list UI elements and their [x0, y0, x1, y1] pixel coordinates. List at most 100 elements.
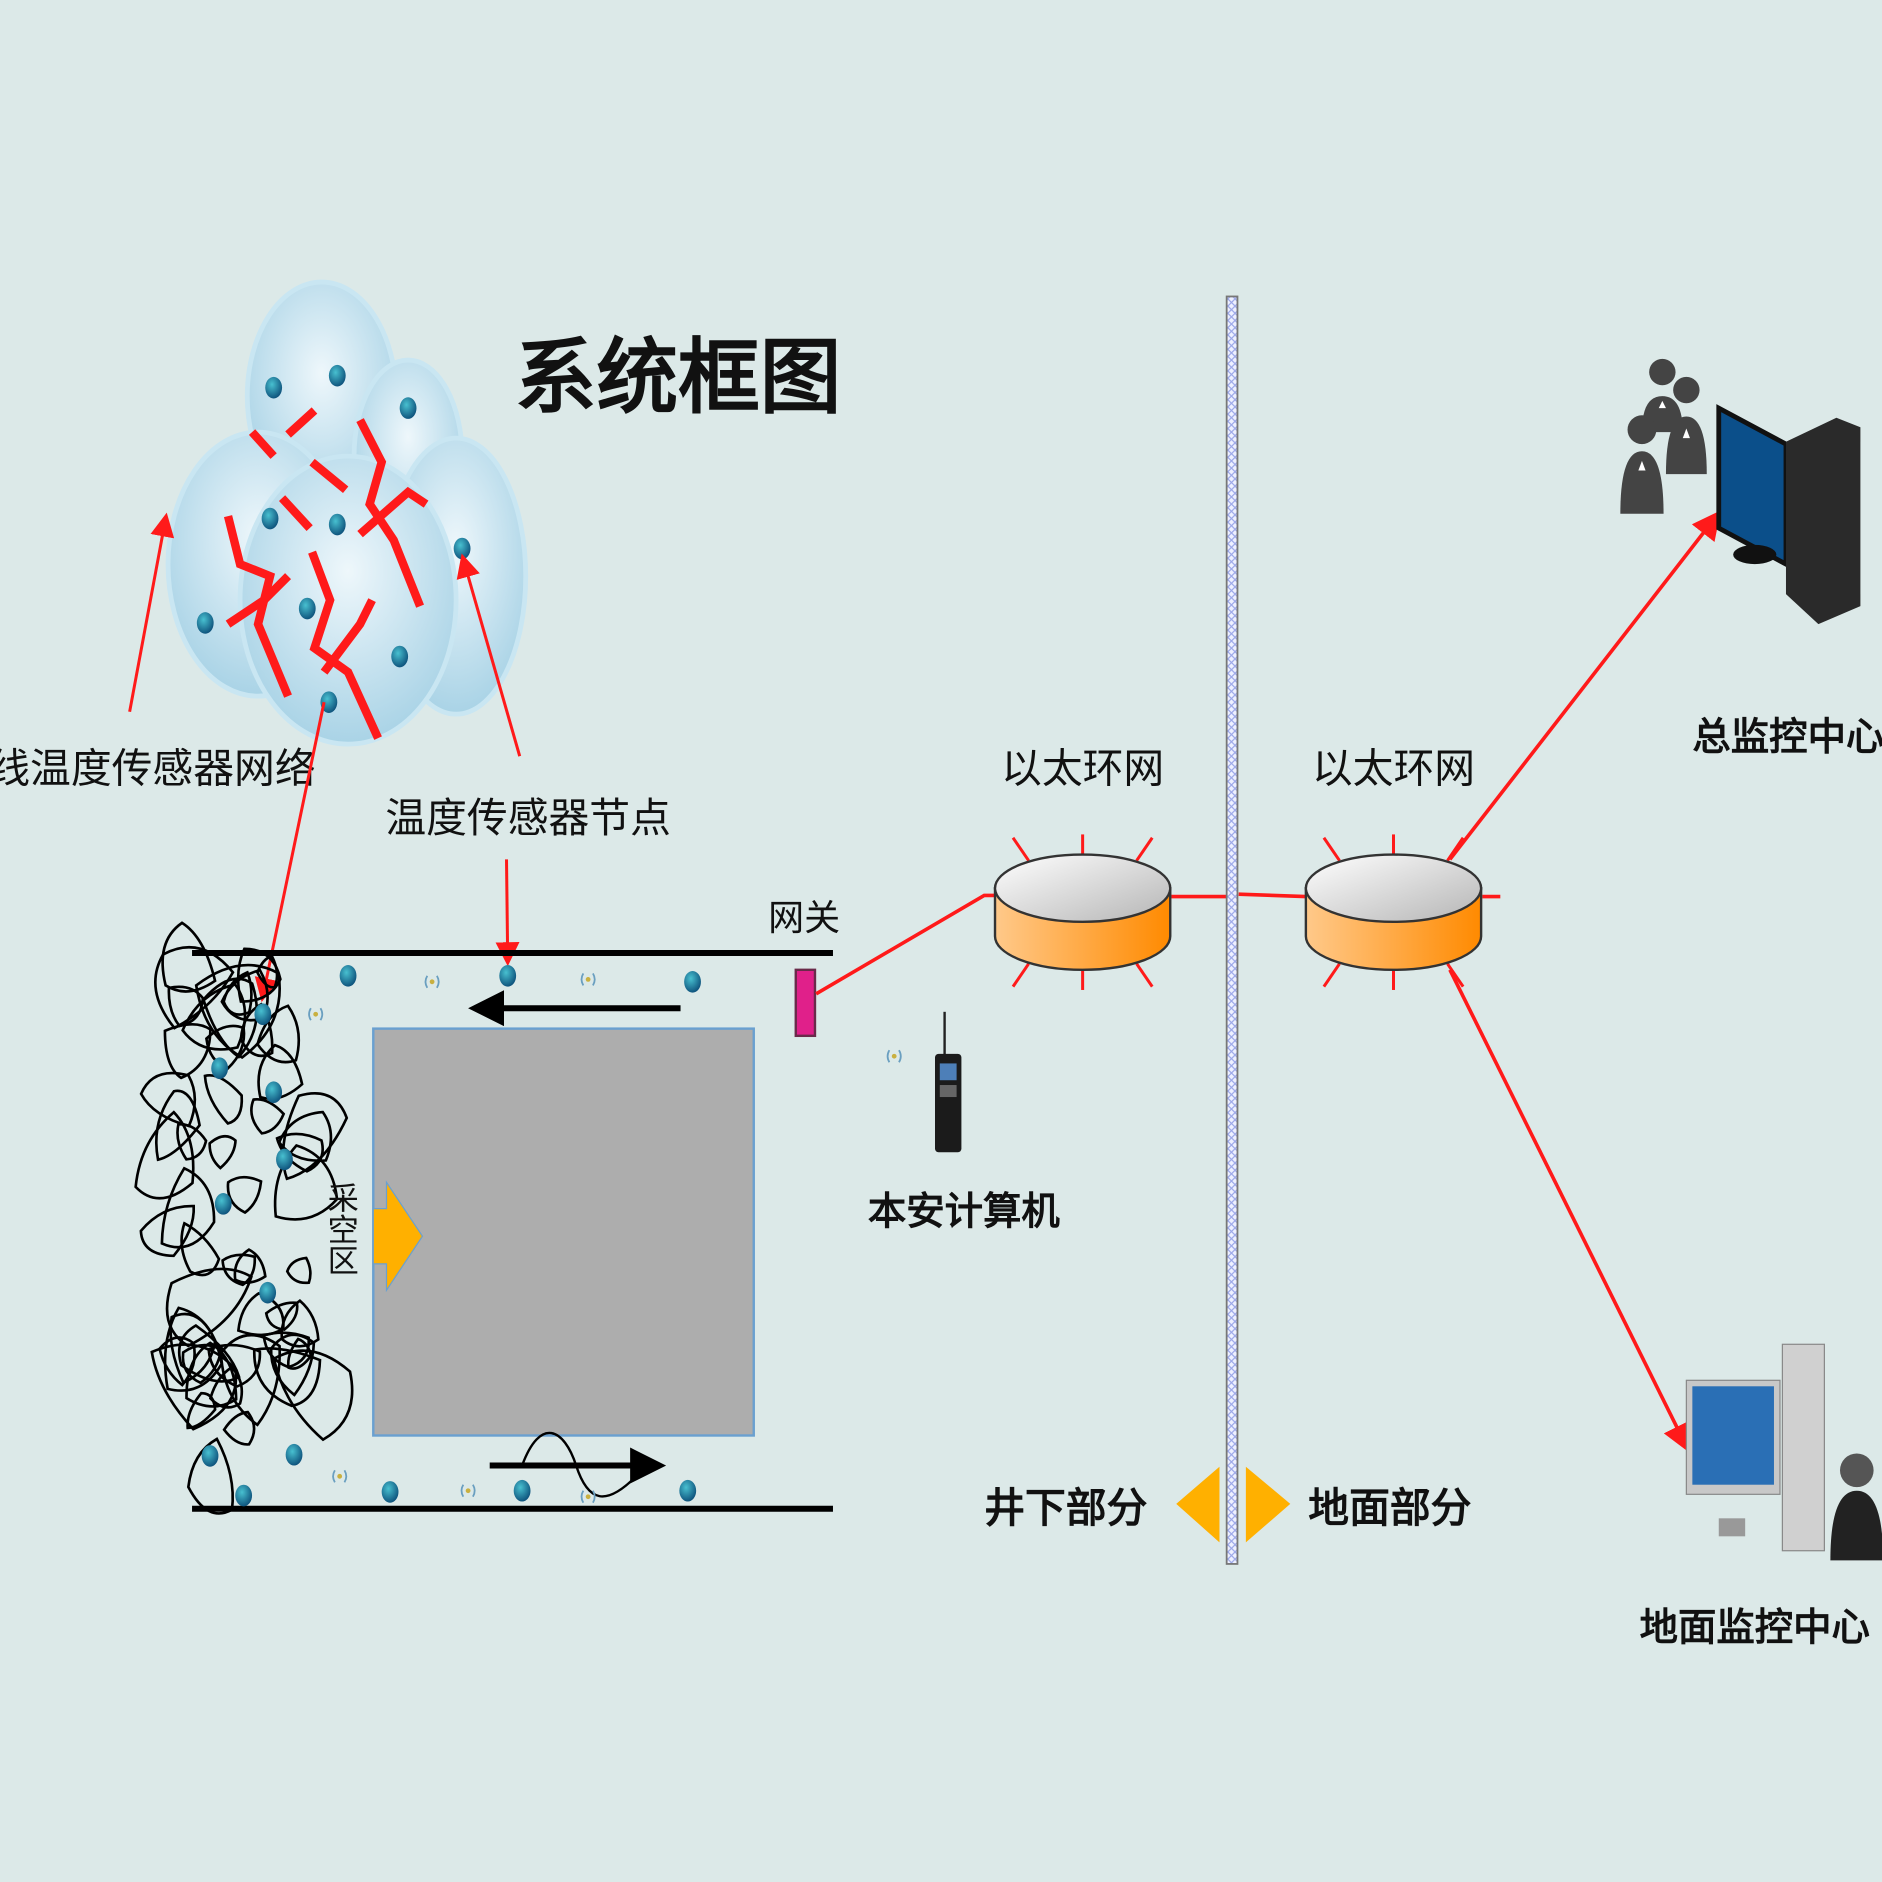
rock: [285, 1256, 312, 1285]
rock: [272, 1349, 354, 1442]
sensor-node-icon: [381, 1481, 399, 1503]
status-ray: [1446, 836, 1465, 862]
ethernet-ring-label-underground: 以太环网: [1001, 745, 1164, 793]
wireless-signal-icon: [580, 1490, 596, 1504]
surface-monitor-center-label: 地面监控中心: [1640, 1606, 1870, 1651]
status-ray: [1135, 836, 1154, 862]
sensor-node-icon: [298, 597, 316, 620]
rock: [154, 946, 235, 1030]
rock: [167, 985, 205, 1028]
sensor-node-icon: [399, 397, 417, 419]
rock: [208, 1135, 237, 1170]
sensor-node-icon: [201, 1445, 219, 1467]
rock: [269, 1333, 316, 1397]
rock: [205, 1024, 246, 1071]
airflow-wave: [520, 1431, 637, 1498]
main-monitor-center-icon: [1620, 358, 1861, 625]
main-monitor-center-label: 总监控中心: [1692, 715, 1882, 760]
rock: [201, 977, 259, 1059]
rock: [154, 1089, 202, 1162]
mine-tunnel: [134, 921, 902, 1515]
collapsed-rock-fill: [134, 921, 354, 1515]
diagram-title: 系统框图: [515, 331, 841, 426]
sensor-node-icon: [679, 1479, 697, 1502]
underground-part-label: 井下部分: [984, 1484, 1147, 1532]
rock: [203, 1074, 244, 1125]
sensor-node-icon: [328, 364, 346, 387]
status-ray: [1322, 962, 1341, 988]
surface-underground-divider: [1225, 295, 1239, 1565]
wireless-signal-icon: [424, 975, 440, 989]
status-ray: [1322, 836, 1341, 862]
rock: [255, 954, 279, 989]
gateway-device: [794, 968, 817, 1038]
rock: [169, 1312, 217, 1385]
rock: [222, 1410, 256, 1446]
intrinsically-safe-computer-icon: [934, 1011, 962, 1153]
rock: [236, 1291, 285, 1337]
surface-part-label: 地面部分: [1308, 1484, 1471, 1532]
sensor-node-icon: [265, 376, 283, 399]
rock: [219, 1333, 281, 1427]
rock: [280, 1299, 320, 1348]
rock: [208, 1365, 244, 1409]
network-links: [815, 510, 1721, 1453]
rock: [186, 1437, 234, 1515]
wireless-signal-icon: [332, 1469, 348, 1483]
rock: [226, 1175, 263, 1215]
rock: [281, 1092, 349, 1181]
wireless-network-cloud: [165, 279, 529, 747]
sensor-node-icon: [265, 1081, 283, 1104]
sensor-node-icon: [235, 1484, 253, 1507]
sensor-node-icon: [328, 513, 346, 536]
wireless-signal-icon: [886, 1049, 902, 1063]
advance-arrow-icon: [372, 1180, 424, 1293]
rock: [160, 1166, 216, 1249]
sensor-node-label: 温度传感器节点: [385, 794, 671, 842]
sensor-node-icon: [211, 1057, 229, 1080]
sensor-node-icon: [254, 1003, 272, 1026]
rock: [177, 1323, 241, 1383]
sensor-node-icon: [453, 537, 471, 560]
sensor-node-icon: [499, 965, 517, 987]
rock: [221, 1253, 257, 1287]
rock: [176, 1123, 208, 1161]
status-ray: [1135, 962, 1154, 988]
handheld-label: 本安计算机: [868, 1189, 1061, 1234]
wireless-signal-icon: [460, 1484, 476, 1498]
status-ray: [1011, 836, 1030, 862]
goaf-label: 采空区: [322, 1182, 358, 1276]
sensor-node-icon: [513, 1479, 531, 1502]
sensor-node-icon: [196, 612, 214, 634]
sensor-node-icon: [214, 1193, 232, 1215]
right-arrow-icon: [1245, 1466, 1291, 1543]
rock: [180, 1221, 221, 1277]
sensor-node-icon: [391, 645, 409, 668]
rock: [239, 1002, 274, 1058]
ethernet-ring-switch-surface: [1304, 834, 1483, 990]
rock: [250, 1097, 286, 1135]
sensor-node-icon: [261, 507, 279, 530]
wireless-signal-icon: [580, 972, 596, 986]
status-ray: [1446, 962, 1465, 988]
rock: [233, 1248, 267, 1284]
rock: [139, 1204, 196, 1258]
rock: [264, 1301, 299, 1331]
mesh-route-arrows: [223, 407, 429, 740]
rock: [165, 1267, 253, 1348]
ethernet-ring-label-surface: 以太环网: [1312, 745, 1475, 793]
rock: [194, 963, 281, 1059]
status-ray: [1011, 962, 1030, 988]
wireless-network-label: 无线温度传感器网络: [0, 745, 316, 793]
rock: [181, 1343, 223, 1385]
rock: [139, 1071, 197, 1128]
sensor-node-icon: [285, 1443, 303, 1466]
sensor-node-icon: [320, 691, 338, 713]
wireless-signal-icon: [308, 1007, 324, 1021]
left-arrow-icon: [1176, 1466, 1220, 1543]
rock: [220, 968, 269, 1022]
callout-arrows: [128, 512, 522, 1003]
rock: [181, 982, 247, 1051]
sensor-node-icon: [259, 1281, 277, 1304]
